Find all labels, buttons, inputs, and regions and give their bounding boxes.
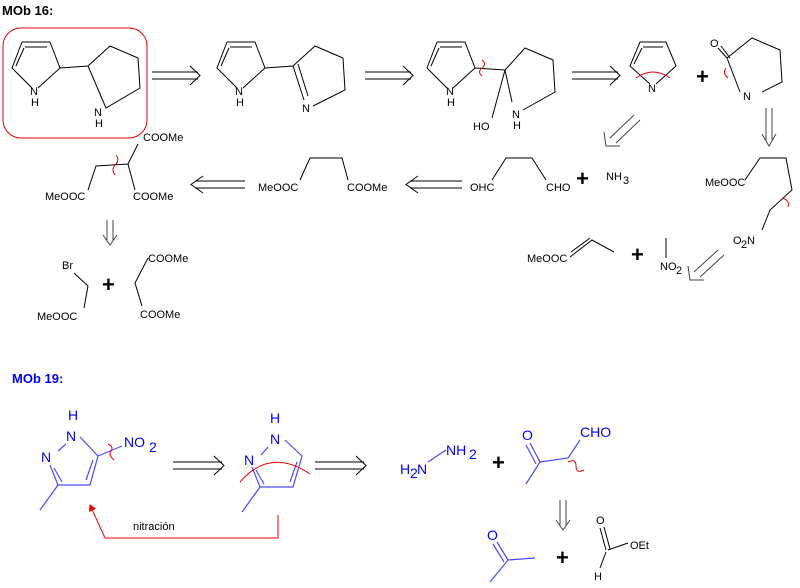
svg-text:O: O [487,527,498,543]
retro-arrow-diag-1 [603,114,641,147]
plus-sign: + [102,272,115,297]
svg-text:COOMe: COOMe [140,309,180,321]
svg-text:H: H [594,571,602,583]
svg-text:HO: HO [473,121,490,133]
svg-text:N: N [660,261,668,273]
svg-text:MeOOC: MeOOC [258,182,298,194]
retro-arrow-down-right [761,108,777,147]
svg-text:H: H [236,97,244,109]
svg-text:O: O [522,427,533,443]
mob16-title: MOb 16: [2,3,53,18]
retro-arrow-1 [152,65,201,86]
retro-arrow-4 [173,455,225,476]
svg-text:2: 2 [469,446,477,462]
target-highlight-box [2,27,148,139]
svg-text:MeOOC: MeOOC [705,177,745,189]
dimethyl-malonate: COOMe COOMe [134,253,188,321]
retro-arrow-3 [572,65,621,86]
svg-text:2: 2 [741,239,747,251]
svg-text:N: N [302,103,310,115]
methyl-4-nitrobutanoate: MeOOC O 2 N [705,157,793,251]
svg-text:OHC: OHC [470,182,495,194]
svg-text:N: N [512,109,520,121]
svg-text:OEt: OEt [630,540,649,552]
hydrazine: H 2 N NH 2 [400,442,477,481]
retro-arrow-2 [365,65,414,86]
svg-text:N: N [417,461,427,477]
svg-text:O: O [710,38,719,50]
ethyl-formate: O OEt H [594,515,649,583]
plus-sign: + [492,450,505,475]
svg-text:Br: Br [62,260,73,272]
retro-arrow-left-1 [190,175,245,194]
nitropyrazole: H N N NO 2 [39,407,157,511]
nitration-label: nitración [133,521,175,533]
molecule-3-hemiaminal: N H HO N H [426,41,556,133]
svg-text:MeOOC: MeOOC [527,253,567,265]
3-oxobutanal: O CHO [522,424,611,485]
svg-text:N: N [66,428,76,444]
svg-text:NO: NO [124,434,145,450]
svg-text:N: N [244,452,254,468]
ammonia: NH 3 [606,171,629,187]
plus-sign: + [576,166,589,191]
svg-text:N: N [94,107,102,119]
molecule-2-pyrroline: N H N [216,41,346,115]
svg-text:H: H [270,410,280,426]
svg-text:2: 2 [676,265,682,277]
svg-text:CHO: CHO [580,424,611,440]
plus-sign: + [556,545,569,570]
dimethyl-succinate: MeOOC COOMe [258,157,387,194]
retro-arrow-down-left [102,220,118,246]
svg-text:3: 3 [623,175,629,187]
svg-text:H: H [95,118,103,130]
retro-arrow-diag-2 [687,249,725,281]
trimethyl-triester: COOMe MeOOC COOMe [45,132,183,203]
svg-text:O: O [733,235,742,247]
svg-text:H: H [513,120,521,132]
svg-text:O: O [596,515,605,527]
svg-text:MeOOC: MeOOC [45,191,85,203]
succinaldehyde: OHC CHO [470,157,571,194]
svg-text:O: O [668,261,677,273]
methylpyrazole: H N N [239,410,311,513]
svg-text:COOMe: COOMe [133,191,173,203]
svg-text:2: 2 [149,439,157,455]
svg-text:NH: NH [446,442,466,458]
target-molecule-1: N H N H [11,41,141,130]
svg-text:N: N [648,83,656,95]
svg-text:N: N [41,449,51,465]
svg-text:N: N [270,431,280,447]
svg-text:H: H [68,407,78,423]
svg-text:H: H [31,97,39,109]
nitromethane: N O 2 [660,238,682,277]
nitration-arrow [88,504,279,539]
svg-text:N: N [743,91,751,103]
svg-text:N: N [30,86,38,98]
acetone: O [487,527,536,583]
svg-text:N: N [446,86,454,98]
svg-text:MeOOC: MeOOC [37,311,77,323]
svg-text:N: N [235,86,243,98]
retro-arrow-down-6 [555,500,571,531]
mob19-title: MOb 19: [12,371,63,386]
svg-text:NH: NH [606,171,622,183]
plus-sign: + [696,64,709,89]
svg-text:CHO: CHO [546,182,571,194]
disconnection-mark [479,59,485,77]
methyl-bromoacetate: Br MeOOC [37,260,89,323]
retro-arrow-left-2 [405,175,462,194]
pyrrole: N [629,41,677,95]
pyrrolidinone: O N [710,37,783,103]
svg-text:COOMe: COOMe [143,132,183,144]
svg-text:H: H [447,97,455,109]
svg-text:COOMe: COOMe [347,182,387,194]
svg-text:COOMe: COOMe [148,253,188,265]
svg-text:N: N [747,235,755,247]
svg-text:H: H [400,461,410,477]
retro-arrow-5 [315,455,367,476]
methyl-acrylate: MeOOC [527,237,615,265]
svg-text:2: 2 [410,465,418,481]
plus-sign: + [631,242,644,267]
